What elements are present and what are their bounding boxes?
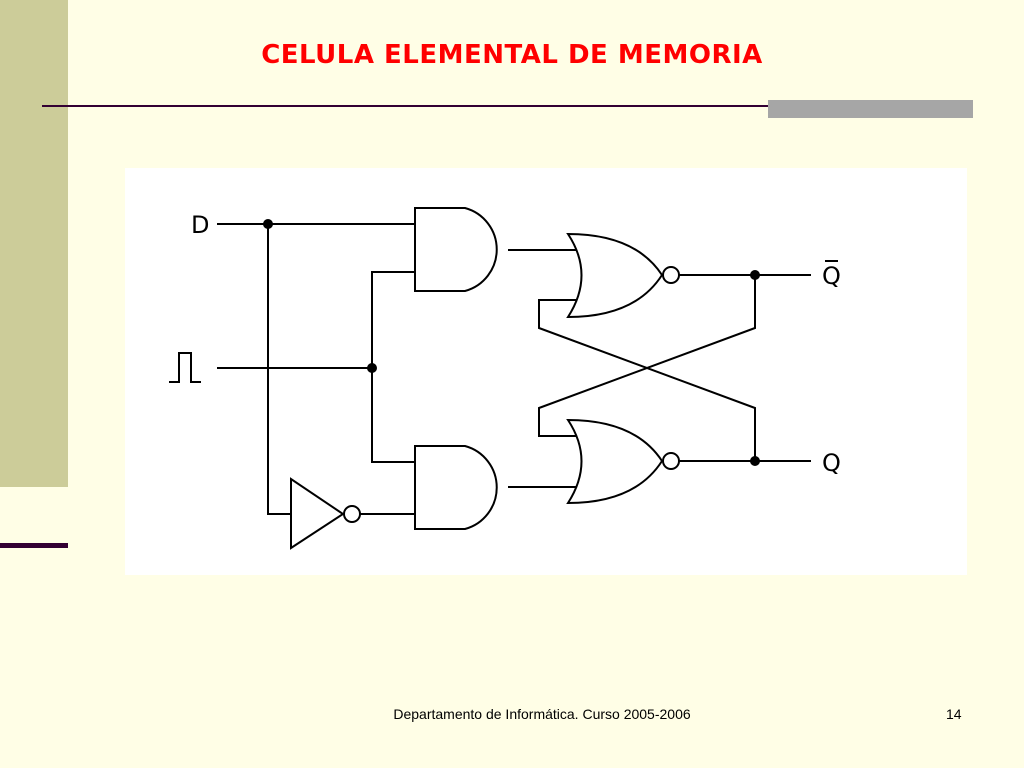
slide-footer: Departamento de Informática. Curso 2005-…	[393, 706, 691, 722]
nor-bottom-bubble	[662, 452, 680, 470]
q-bar-output-label: Q	[822, 262, 841, 290]
nor-gate-bottom	[566, 418, 664, 505]
clock-pulse-icon	[169, 352, 201, 383]
title-decorative-block	[768, 100, 973, 118]
and-gate-top	[414, 207, 498, 292]
clock-to-and-bottom-wire	[371, 368, 415, 463]
slide-title: CELULA ELEMENTAL DE MEMORIA	[261, 40, 763, 70]
left-sidebar-bar	[0, 0, 68, 487]
page-number: 14	[946, 706, 962, 722]
d-input-label: D	[191, 211, 209, 239]
title-divider	[42, 105, 972, 107]
left-accent-line	[0, 543, 68, 548]
feedback-q-to-top-nor	[538, 299, 756, 461]
clock-to-and-top-wire	[371, 271, 415, 368]
not-gate-bubble	[343, 505, 361, 523]
d-branch-wire	[267, 224, 291, 515]
and-gate-bottom	[414, 445, 498, 530]
circuit-diagram: D	[169, 207, 841, 550]
circuit-diagram-panel: D	[125, 168, 967, 575]
nor-gate-top	[566, 232, 664, 319]
feedback-qbar-to-bottom-nor	[538, 275, 756, 437]
q-output-label: Q	[822, 449, 841, 477]
nor-top-bubble	[662, 266, 680, 284]
not-gate	[290, 477, 345, 550]
